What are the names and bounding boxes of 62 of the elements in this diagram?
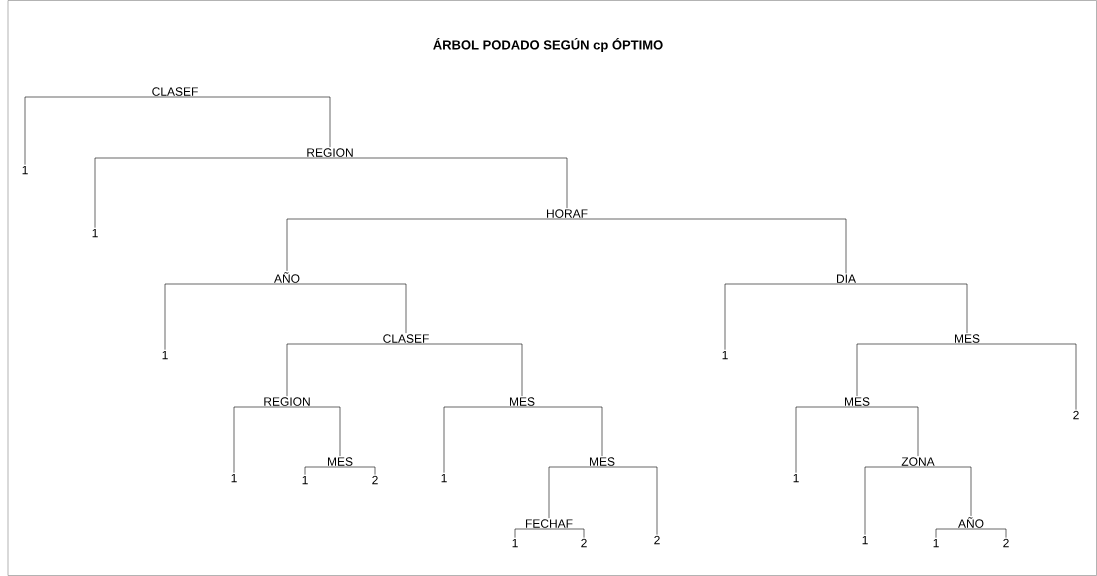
leaf-label: 1 <box>162 350 168 360</box>
tree-branch <box>174 96 331 148</box>
tree-branch <box>286 343 407 397</box>
tree-branch <box>405 343 523 397</box>
tree-branch <box>966 343 1077 410</box>
chart-title: ÁRBOL PODADO SEGÚN cp ÓPTIMO <box>433 37 663 53</box>
tree-branch <box>329 157 568 209</box>
tree-branch <box>94 157 331 228</box>
tree-branch <box>856 406 919 457</box>
leaf-label: 2 <box>1073 410 1079 420</box>
tree-branch <box>724 283 847 350</box>
leaf-label: 1 <box>933 538 939 548</box>
leaf-label: 1 <box>231 473 237 483</box>
tree-branch <box>970 528 1007 538</box>
tree-branch <box>601 466 658 535</box>
split-label: ZONA <box>901 457 935 466</box>
tree-branch <box>304 466 341 475</box>
leaf-label: 2 <box>654 535 660 545</box>
leaf-label: 1 <box>441 473 447 483</box>
leaf-label: 1 <box>512 538 518 548</box>
leaf-label: 1 <box>302 475 308 485</box>
tree-branch <box>795 406 858 473</box>
split-label: MES <box>510 397 535 406</box>
tree-branch <box>521 406 603 457</box>
split-label: MES <box>955 334 980 343</box>
split-label: HORAF <box>547 209 588 218</box>
leaf-label: 2 <box>1003 538 1009 548</box>
split-label: AÑO <box>274 272 300 283</box>
tree-branch <box>548 466 603 519</box>
tree-branch <box>339 466 376 475</box>
split-label: REGION <box>264 397 310 406</box>
tree-branch <box>443 406 523 473</box>
split-label: DIA <box>837 274 856 283</box>
tree-branch <box>164 283 288 350</box>
leaf-label: 1 <box>22 165 28 175</box>
tree-branch <box>864 466 919 535</box>
split-label: FECHAF <box>526 519 573 528</box>
tree-branch <box>514 528 550 538</box>
leaf-label: 2 <box>372 475 378 485</box>
split-label: MES <box>845 397 870 406</box>
tree-branch <box>566 218 847 274</box>
split-label: MES <box>590 457 615 466</box>
split-label: AÑO <box>958 517 984 528</box>
tree-branch <box>286 283 407 334</box>
leaf-label: 1 <box>722 350 728 360</box>
tree-branch <box>548 528 585 538</box>
leaf-label: 1 <box>862 535 868 545</box>
tree-branch <box>233 406 288 473</box>
tree-branch <box>917 466 972 517</box>
tree-branch <box>935 528 972 538</box>
tree-branch <box>24 96 176 165</box>
tree-branch <box>856 343 968 397</box>
split-label: REGION <box>307 148 353 157</box>
tree-branch <box>286 406 341 457</box>
tree-branch <box>286 218 568 272</box>
split-label: CLASEF <box>152 87 198 96</box>
tree-branch <box>845 283 968 334</box>
leaf-label: 1 <box>92 228 98 238</box>
split-label: MES <box>328 457 353 466</box>
leaf-label: 2 <box>581 538 587 548</box>
split-label: CLASEF <box>383 334 429 343</box>
leaf-label: 1 <box>793 473 799 483</box>
